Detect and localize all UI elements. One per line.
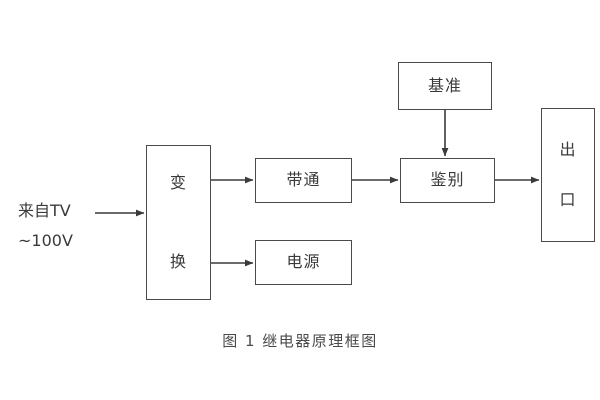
block-power-supply[interactable]: 电源 <box>255 240 352 285</box>
block-transform[interactable]: 变换 <box>146 145 211 300</box>
block-bandpass[interactable]: 带通 <box>255 158 352 203</box>
block-bandpass-label: 带通 <box>286 170 321 190</box>
block-transform-label: 变换 <box>169 172 187 272</box>
block-output-label: 出口 <box>559 139 577 209</box>
block-output[interactable]: 出口 <box>541 108 595 242</box>
block-reference-label: 基准 <box>427 75 462 95</box>
block-power-supply-label: 电源 <box>286 252 321 272</box>
block-discriminate-label: 鉴别 <box>430 170 465 190</box>
block-discriminate[interactable]: 鉴别 <box>400 158 495 203</box>
figure-caption: 图 1 继电器原理框图 <box>222 332 378 350</box>
block-reference[interactable]: 基准 <box>398 62 492 110</box>
source-input-label: 来自TV ~100V <box>18 201 73 251</box>
